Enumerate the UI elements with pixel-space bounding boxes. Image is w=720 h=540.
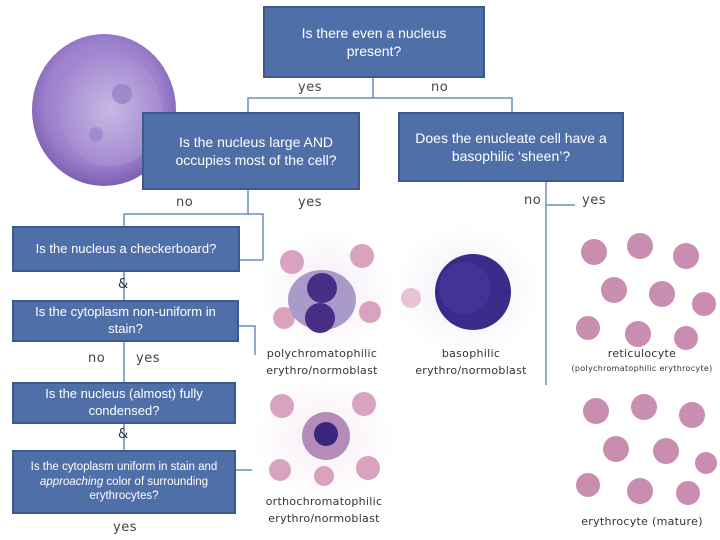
answer-q2-yes: yes (298, 195, 322, 210)
basophilic-caption: basophilic erythro/normoblast (398, 346, 544, 379)
reticulocyte-caption: reticulocyte (polychromatophilic erythro… (566, 346, 718, 375)
erythrocyte-image (576, 394, 717, 505)
polychromatophilic-caption-line2: erythro/normoblast (266, 363, 378, 377)
question-basophilic-sheen-text: Does the enucleate cell have a basophili… (415, 129, 607, 164)
question-cytoplasm-nonuniform: Is the cytoplasm non-uniform in stain? (12, 300, 239, 342)
and-conjunction-1: & (118, 277, 129, 292)
question-cytoplasm-uniform-text: Is the cytoplasm uniform in stain and ap… (30, 460, 218, 503)
question-nucleus-condensed-text: Is the nucleus (almost) fully condensed? (45, 386, 203, 418)
reticulocyte-caption-line2: (polychromatophilic erythrocyte) (571, 363, 713, 373)
question-nucleus-large: Is the nucleus large AND occupies most o… (142, 112, 360, 190)
polychromatophilic-caption-line1: polychromatophilic (266, 347, 378, 360)
question-cytoplasm-uniform: Is the cytoplasm uniform in stain and ap… (12, 450, 236, 514)
answer-q7-yes: yes (113, 520, 137, 535)
answer-q1-no: no (431, 80, 449, 95)
question-cytoplasm-nonuniform-text: Is the cytoplasm non-uniform in stain? (35, 304, 216, 336)
basophilic-caption-line2: erythro/normoblast (415, 363, 527, 377)
large-nucleated-cell-image (32, 34, 176, 186)
question-nucleus-condensed: Is the nucleus (almost) fully condensed? (12, 382, 236, 424)
erythrocyte-caption: erythrocyte (mature) (566, 514, 718, 531)
answer-q1-yes: yes (298, 80, 322, 95)
orthochromatophilic-caption-line1: orthochromatophilic (265, 495, 383, 508)
question-nucleus-large-text: Is the nucleus large AND occupies most o… (175, 133, 337, 168)
orthochromatophilic-cell-image (258, 380, 390, 496)
basophilic-caption-line1: basophilic (441, 347, 501, 360)
reticulocyte-image (576, 233, 716, 350)
erythrocyte-caption-line1: erythrocyte (mature) (581, 515, 703, 528)
answer-q2-no: no (176, 195, 194, 210)
orthochromatophilic-caption: orthochromatophilic erythro/normoblast (252, 494, 396, 527)
answer-q3-no: no (524, 193, 542, 208)
basophilic-cell-image (397, 228, 537, 352)
answer-q5-no: no (88, 351, 106, 366)
question-nucleus-present-text: Is there even a nucleus present? (301, 24, 447, 59)
question-nucleus-present: Is there even a nucleus present? (263, 6, 485, 78)
question-checkerboard: Is the nucleus a checkerboard? (12, 226, 240, 272)
orthochromatophilic-caption-line2: erythro/normoblast (268, 511, 380, 525)
and-conjunction-2: & (118, 427, 129, 442)
polychromatophilic-cell-image (263, 232, 391, 348)
reticulocyte-caption-line1: reticulocyte (607, 347, 677, 360)
polychromatophilic-caption: polychromatophilic erythro/normoblast (250, 346, 394, 379)
question-basophilic-sheen: Does the enucleate cell have a basophili… (398, 112, 624, 182)
answer-q5-yes: yes (136, 351, 160, 366)
answer-q3-yes: yes (582, 193, 606, 208)
question-checkerboard-text: Is the nucleus a checkerboard? (35, 240, 217, 256)
